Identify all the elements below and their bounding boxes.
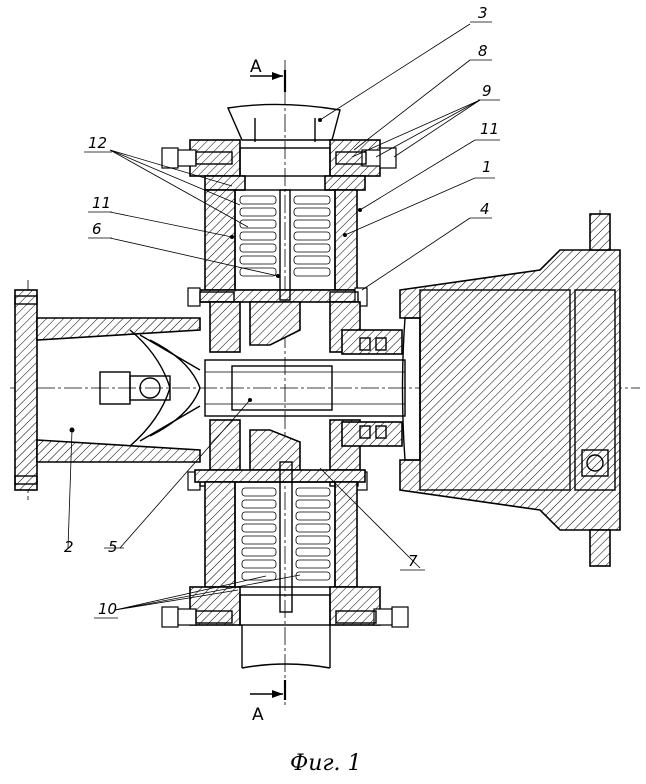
section-label-top: А — [250, 57, 262, 77]
right-motor — [400, 214, 620, 566]
callout-5: 5 — [108, 538, 118, 556]
bottom-outlet-pipe — [242, 625, 330, 668]
callout-4: 4 — [480, 200, 490, 218]
callout-3: 3 — [478, 4, 488, 22]
callout-10: 10 — [98, 600, 117, 618]
callout-11-left: 11 — [92, 194, 111, 212]
left-inlet — [15, 290, 200, 490]
callout-2: 2 — [64, 538, 74, 556]
top-inlet-pipe — [228, 104, 340, 142]
callout-9: 9 — [482, 82, 492, 100]
section-mark-bottom: А — [250, 680, 285, 725]
callout-6: 6 — [92, 220, 102, 238]
callout-11-right: 11 — [480, 120, 499, 138]
upper-bellows-right — [294, 196, 330, 276]
callout-7: 7 — [408, 552, 418, 570]
callout-8: 8 — [478, 42, 488, 60]
lower-bellows-left — [242, 488, 276, 580]
section-label-bottom: А — [252, 705, 264, 725]
lower-bellows-right — [296, 488, 330, 580]
upper-bellows-left — [240, 196, 276, 276]
section-mark-top: А — [250, 57, 285, 92]
figure-caption: Фиг. 1 — [290, 751, 362, 776]
callout-1: 1 — [482, 158, 492, 176]
callout-12: 12 — [88, 134, 107, 152]
